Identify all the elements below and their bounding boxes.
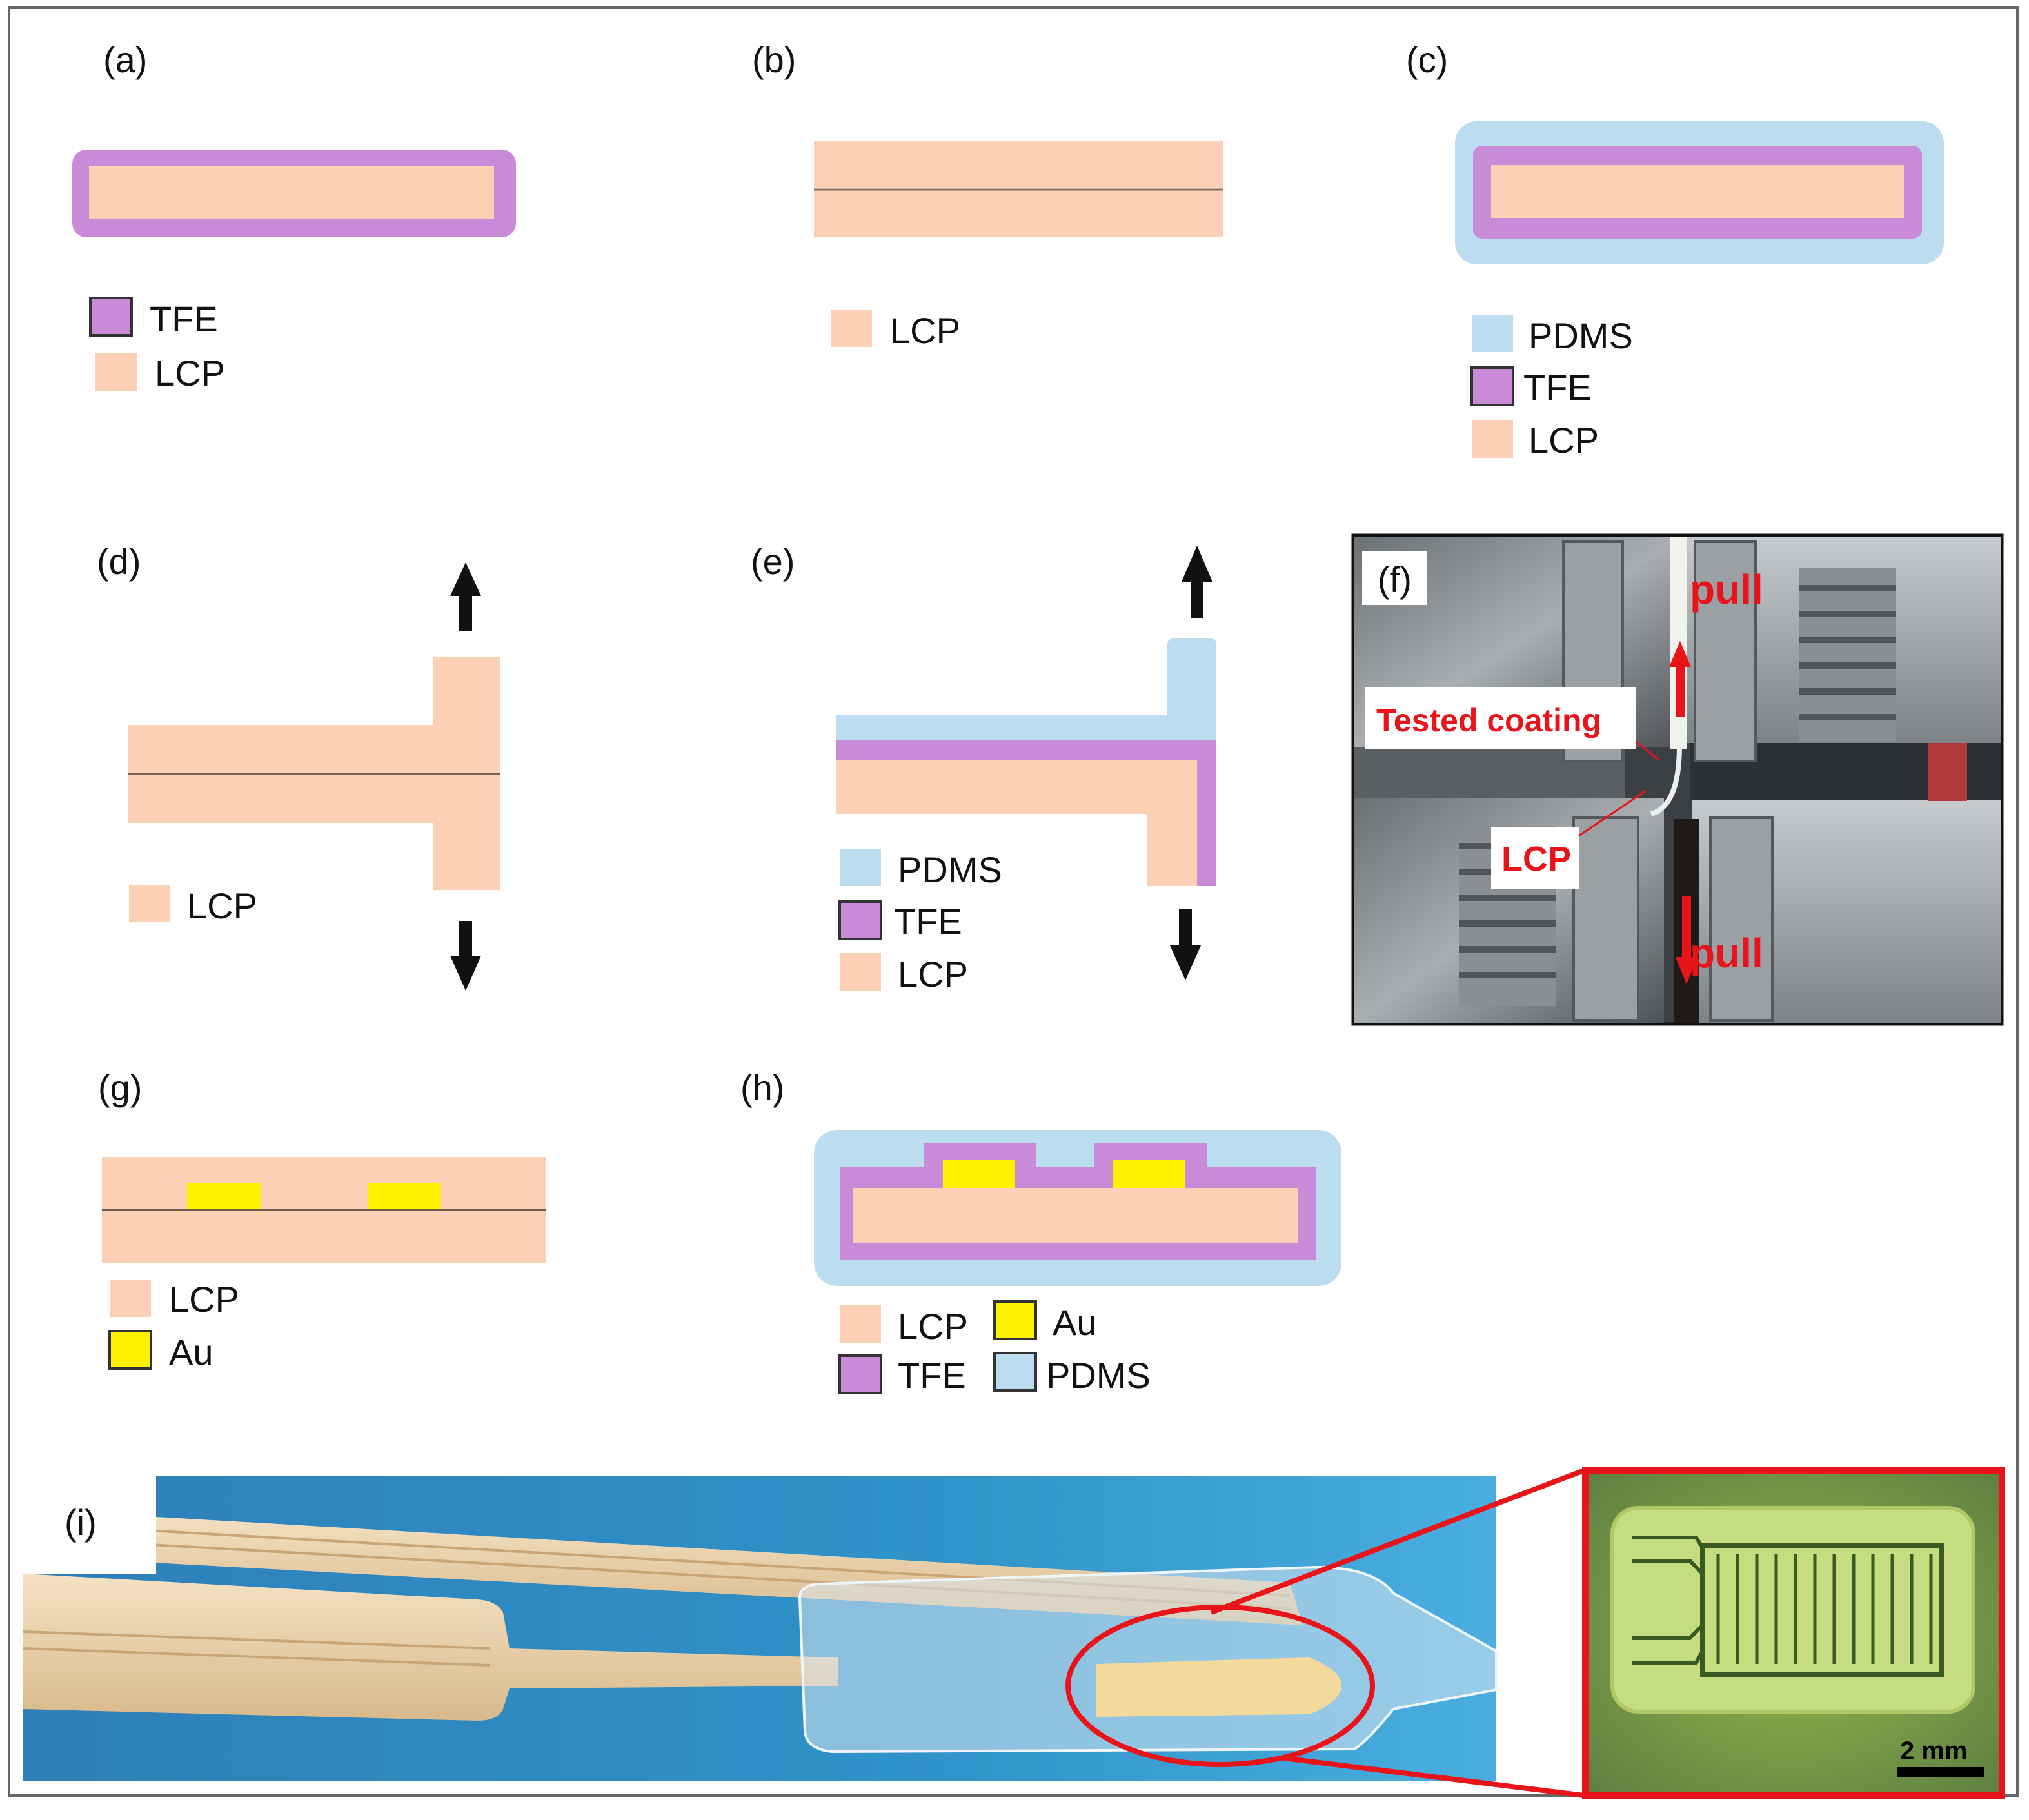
panel-g-label: (g) — [98, 1067, 142, 1108]
legend-label-tfe: TFE — [150, 299, 218, 339]
panel-h-label: (h) — [740, 1067, 784, 1108]
arrow-down-icon — [450, 921, 481, 991]
legend-swatch-lcp — [129, 885, 170, 922]
tfe-layer — [836, 740, 1216, 886]
panel-e-label: (e) — [751, 541, 795, 582]
lcp-layer-top — [814, 141, 1223, 188]
legend-swatch-tfe — [89, 297, 133, 337]
legend-swatch-tfe — [838, 900, 882, 940]
legend-label-tfe: TFE — [898, 1355, 966, 1396]
panel-a: (a) TFE LCP — [72, 39, 516, 393]
legend-swatch-au — [108, 1330, 152, 1370]
au-electrode-2 — [1113, 1160, 1185, 1188]
legend-swatch-lcp — [1472, 420, 1513, 458]
panel-e: (e) PDMS TFE LCP — [751, 541, 1216, 994]
arrow-up-icon — [450, 562, 481, 631]
legend-swatch-au — [993, 1300, 1037, 1340]
legend-label-pdms: PDMS — [1529, 315, 1633, 356]
legend-label-pdms: PDMS — [1046, 1355, 1151, 1396]
zoom-line-top — [1210, 1468, 1585, 1615]
au-electrode-2 — [368, 1183, 441, 1210]
au-electrode-1 — [943, 1160, 1015, 1188]
panel-b: (b) LCP — [752, 39, 1223, 351]
panel-d: (d) LCP — [97, 541, 500, 991]
lcp-layer-top — [102, 1157, 546, 1210]
legend-swatch-lcp — [840, 953, 881, 991]
lcp-layer — [836, 760, 1197, 814]
legend-swatch-lcp — [840, 1305, 881, 1343]
lcp-layer — [89, 166, 494, 219]
arrow-up-icon — [1182, 546, 1212, 618]
lcp-tab-up — [433, 657, 500, 774]
scale-bar-label: 2 mm — [1900, 1737, 1968, 1765]
legend-swatch-pdms — [1472, 315, 1513, 352]
legend-label-lcp: LCP — [1529, 420, 1599, 460]
tested-coating-pointer — [1635, 740, 1659, 761]
pull-arrow-down-icon — [1676, 896, 1697, 984]
legend-label-lcp: LCP — [169, 1279, 239, 1320]
legend-swatch-pdms — [840, 849, 881, 886]
legend-label-pdms: PDMS — [898, 849, 1002, 890]
lcp-layer — [1491, 165, 1904, 218]
legend-swatch-pdms — [993, 1352, 1037, 1392]
zoom-line-bottom — [1283, 1756, 1585, 1798]
panel-d-label: (d) — [97, 541, 141, 582]
legend-swatch-tfe — [838, 1354, 882, 1394]
pdms-layer — [836, 638, 1216, 740]
pull-label-top: pull — [1690, 566, 1763, 613]
legend-swatch-tfe — [1470, 366, 1514, 406]
legend-swatch-lcp — [95, 353, 137, 391]
legend-label-lcp: LCP — [898, 1306, 968, 1347]
panel-c: (c) PDMS TFE LCP — [1406, 39, 1944, 460]
legend-swatch-lcp — [831, 310, 872, 347]
legend-label-au: Au — [1053, 1302, 1097, 1343]
lcp-layer — [853, 1188, 1298, 1243]
threaded-shaft-top — [1799, 568, 1896, 742]
panel-b-label: (b) — [752, 39, 796, 80]
legend-label-lcp: LCP — [155, 353, 225, 393]
panel-f-photo: (f) pull pull Tested coating LCP — [1351, 533, 2004, 1026]
lcp-tab-down — [433, 774, 500, 890]
legend-label-lcp: LCP — [898, 954, 968, 994]
arrow-down-icon — [1170, 909, 1201, 980]
tested-coating-tag: Tested coating — [1376, 702, 1601, 738]
lcp-pointer — [1578, 789, 1647, 837]
panel-i-photo: (i) — [23, 1467, 2005, 1799]
panel-c-label: (c) — [1406, 39, 1448, 80]
au-electrode-1 — [187, 1183, 261, 1210]
legend-swatch-lcp — [110, 1280, 151, 1317]
micrograph-inset: 2 mm — [1582, 1467, 2005, 1799]
legend-label-lcp: LCP — [890, 310, 960, 351]
legend-label-tfe: TFE — [1523, 367, 1592, 408]
legend-label-tfe: TFE — [894, 901, 962, 942]
sensor-tip — [1096, 1657, 1341, 1717]
lcp-layer-bottom — [102, 1210, 546, 1263]
panel-a-label: (a) — [103, 39, 147, 80]
figure-border — [8, 6, 2019, 1797]
lcp-tag: LCP — [1501, 840, 1571, 878]
panel-f-label: (f) — [1378, 559, 1412, 600]
lcp-tab-down — [1147, 760, 1197, 886]
pull-arrow-up-icon — [1669, 641, 1691, 717]
pull-label-bottom: pull — [1690, 930, 1763, 976]
panel-i-label: (i) — [64, 1502, 97, 1543]
panel-g: (g) LCP Au — [98, 1067, 546, 1372]
legend-label-lcp: LCP — [187, 885, 257, 926]
lcp-layer-bottom — [814, 190, 1223, 237]
legend-label-au: Au — [169, 1332, 213, 1372]
scale-bar — [1897, 1767, 1984, 1777]
panel-h: (h) LCP Au TFE PDMS — [740, 1067, 1341, 1396]
